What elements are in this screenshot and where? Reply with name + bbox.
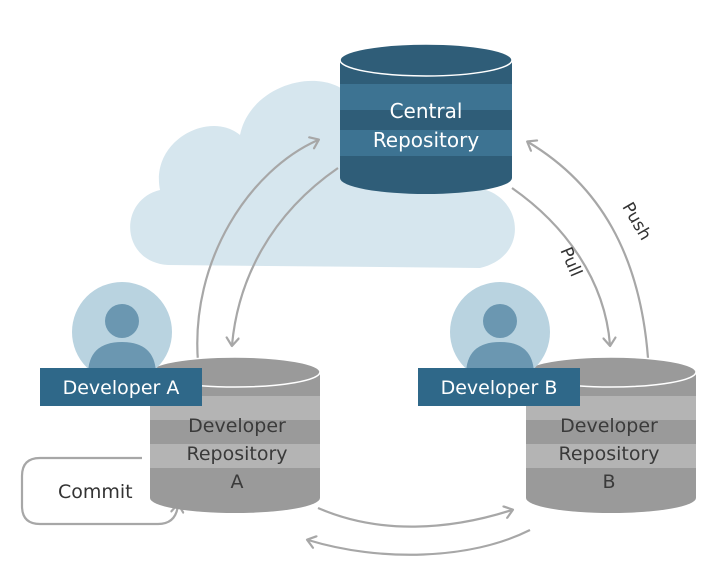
commit-label: Commit (58, 481, 133, 503)
developer-repository-a-cylinder: Developer Repository A (149, 356, 321, 513)
central-repo-line2: Repository (373, 128, 480, 152)
developer-a-label: Developer A (63, 377, 180, 399)
developer-a-badge: Developer A (40, 368, 202, 406)
dev-a-dev-b-arrows (308, 508, 531, 556)
developer-b-badge: Developer B (418, 368, 580, 406)
repo-b-line2: Repository (558, 443, 659, 465)
developer-a-avatar-icon (72, 282, 172, 382)
central-repo-line1: Central (390, 99, 463, 123)
repo-b-line1: Developer (560, 415, 658, 437)
central-repository-cylinder: Central Repository (339, 43, 513, 194)
push-arrow (528, 142, 650, 359)
developer-b-label: Developer B (441, 377, 558, 399)
push-label: Push (618, 199, 656, 244)
commit-box: Commit (20, 456, 178, 526)
repo-a-line2: Repository (186, 443, 287, 465)
repo-a-line3: A (231, 471, 244, 493)
central-to-dev-a-arrows (196, 140, 339, 363)
developer-b-avatar-icon (450, 282, 550, 382)
cloud-shape (130, 80, 515, 268)
repo-a-line1: Developer (188, 415, 286, 437)
pull-arrow (511, 187, 610, 345)
pull-label: Pull (555, 244, 585, 280)
repo-b-line3: B (602, 471, 615, 493)
